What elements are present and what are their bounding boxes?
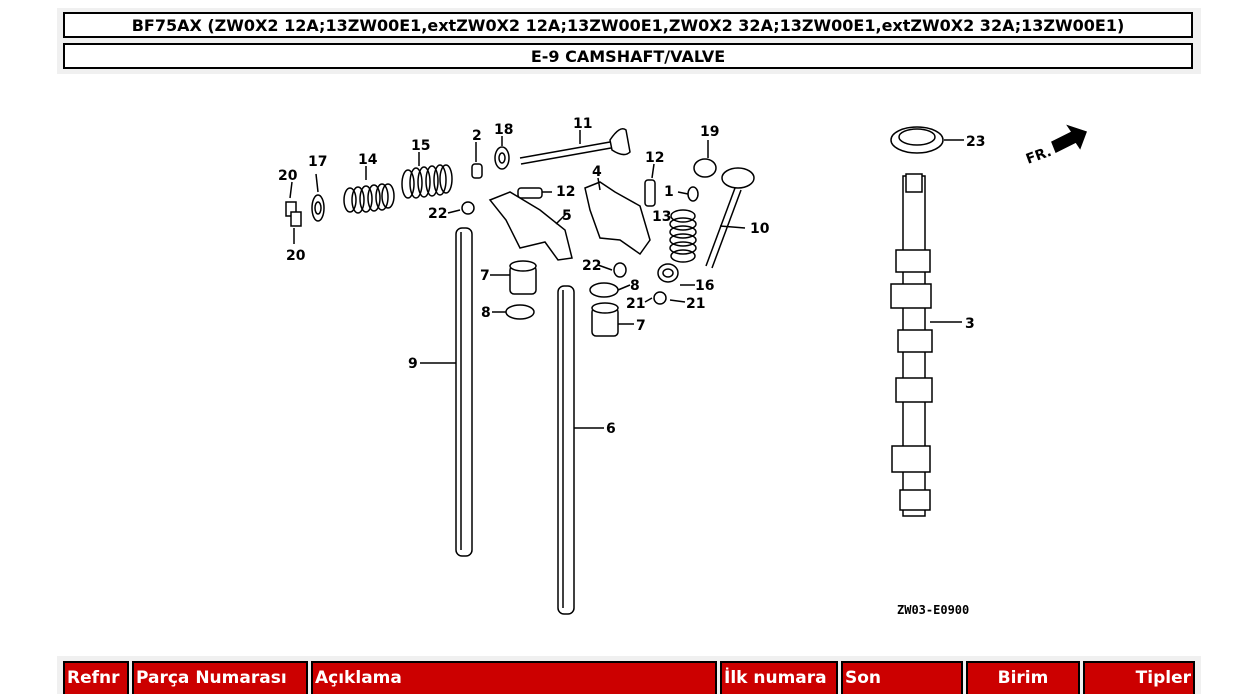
exploded-view-drawing: 20 20 17 14 15 2 18 11 12 22 4 5 12 19 1… [278,116,1087,617]
callout-15: 15 [411,138,430,154]
callout-10: 10 [750,221,770,237]
callout-23: 23 [966,134,985,150]
callout-20a: 20 [278,168,298,184]
callout-11: 11 [573,116,592,132]
pushrod-right [557,285,575,615]
callout-7b: 7 [636,318,646,334]
spring-15 [401,164,453,199]
callout-8b: 8 [481,305,491,321]
callout-1: 1 [664,184,674,200]
callout-20b: 20 [286,248,306,264]
col-refnr[interactable]: Refnr [63,661,129,694]
callout-13: 13 [652,209,671,225]
callout-6: 6 [606,421,616,437]
col-description[interactable]: Açıklama [311,661,717,694]
spring-14 [343,183,395,214]
callout-2: 2 [472,128,482,144]
col-part-number[interactable]: Parça Numarası [132,661,308,694]
model-title: BF75AX (ZW0X2 12A;13ZW00E1,extZW0X2 12A;… [63,12,1193,38]
callout-16: 16 [695,278,714,294]
section-title: E-9 CAMSHAFT/VALVE [63,43,1193,69]
callout-22b: 22 [582,258,601,274]
callout-12a: 12 [556,184,575,200]
drawing-code: ZW03-E0900 [897,603,969,617]
callout-8a: 8 [630,278,640,294]
callout-18: 18 [494,122,513,138]
pushrod-left [455,227,473,557]
parts-diagram: 20 20 17 14 15 2 18 11 12 22 4 5 12 19 1… [0,80,1260,650]
callout-17: 17 [308,154,327,170]
front-direction-label: FR. [1024,144,1054,168]
camshaft [890,173,933,517]
callout-21a: 21 [626,296,645,312]
header-panel: BF75AX (ZW0X2 12A;13ZW00E1,extZW0X2 12A;… [57,8,1201,74]
col-unit[interactable]: Birim [966,661,1080,694]
col-first-number[interactable]: İlk numara [720,661,838,694]
callout-9: 9 [408,356,418,372]
callout-14: 14 [358,152,378,168]
spring-13 [669,209,697,263]
callout-4: 4 [592,164,602,180]
callout-5: 5 [562,208,572,224]
callout-21b: 21 [686,296,705,312]
callout-7a: 7 [480,268,490,284]
col-last[interactable]: Son [841,661,963,694]
parts-table-header: Refnr Parça Numarası Açıklama İlk numara… [57,656,1201,694]
callout-3: 3 [965,316,975,332]
col-types[interactable]: Tipler [1083,661,1195,694]
callout-22a: 22 [428,206,447,222]
callout-19: 19 [700,124,719,140]
callout-12b: 12 [645,150,664,166]
